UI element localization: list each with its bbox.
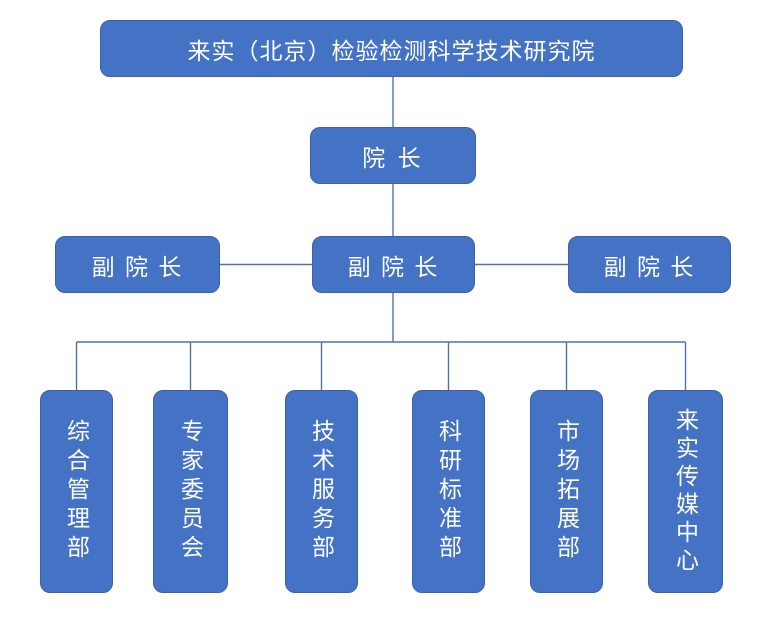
org-node-dept-market-expansion: 市场拓展部 (530, 390, 603, 593)
org-node-dept-technical-service: 技术服务部 (285, 390, 358, 593)
org-node-vice-dean-left: 副 院 长 (55, 236, 220, 293)
org-node-institute: 来实（北京）检验检测科学技术研究院 (100, 20, 683, 77)
org-node-dept-expert-committee: 专家委员会 (153, 390, 228, 593)
org-node-vice-dean-right: 副 院 长 (568, 236, 731, 293)
org-node-vice-dean-center: 副 院 长 (312, 236, 475, 293)
org-node-dept-general-management: 综合管理部 (40, 390, 113, 593)
org-node-dean: 院 长 (310, 127, 476, 184)
org-node-dept-media-center: 来实传媒中心 (648, 390, 723, 593)
org-node-dept-research-standards: 科研标准部 (412, 390, 485, 593)
